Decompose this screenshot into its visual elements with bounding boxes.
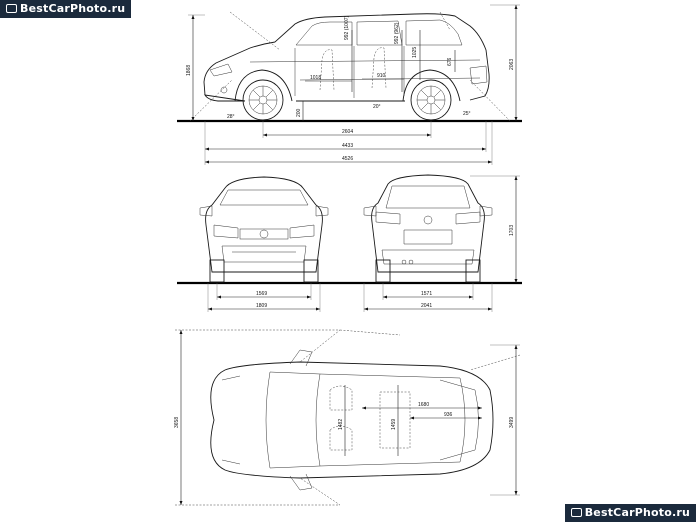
front-legroom-label: 1018 — [310, 75, 321, 81]
mirrors — [199, 205, 329, 217]
front-window — [295, 21, 353, 46]
front-shoulder-label: 1482 — [338, 419, 344, 430]
exhaust-left — [401, 259, 407, 265]
camera-icon — [570, 508, 582, 517]
rear-height-label: 1703 — [509, 225, 515, 236]
height-overall-label: 1868 — [186, 65, 192, 76]
license-plate — [403, 229, 453, 245]
front-wheel-arch — [234, 69, 293, 102]
headlights — [221, 375, 241, 465]
height-total-label: 2063 — [509, 59, 515, 70]
windshield — [219, 189, 309, 206]
top-view: 3658 3499 1680 936 1482 1459 — [174, 329, 521, 506]
rear-window — [385, 185, 471, 209]
rear-wheel-arch — [402, 69, 461, 102]
approach-angle-label: 28° — [227, 114, 235, 120]
front-view: 1569 1809 — [177, 176, 522, 312]
turning-guides — [175, 329, 521, 506]
rear-headroom-2-label: 1025 — [412, 47, 418, 58]
camera-icon — [6, 4, 17, 13]
mirrors — [289, 349, 313, 491]
tailgate-window — [439, 379, 479, 461]
rear-headroom-label: 992 (962) — [394, 22, 400, 44]
top-body-outline — [210, 361, 494, 479]
wheelbase-label: 2604 — [342, 129, 353, 135]
cargo-height-label: 676 — [447, 57, 453, 66]
front-right-tire — [303, 259, 319, 283]
exhaust-right — [408, 259, 414, 265]
ground-clearance-label: 200 — [296, 108, 302, 117]
front-width-label: 1809 — [256, 303, 267, 309]
rear-left-tire — [375, 259, 391, 283]
headlight — [209, 63, 233, 77]
front-headroom-label: 992 (1007) — [344, 15, 350, 40]
front-track-label: 1569 — [256, 291, 267, 297]
fog-light — [220, 86, 228, 94]
interior-length-label: 3499 — [509, 417, 515, 428]
side-body-outline — [203, 13, 490, 102]
front-wheel — [242, 79, 284, 121]
angle-lines — [189, 11, 511, 122]
logo-badge — [259, 229, 269, 239]
rear-body-outline — [371, 174, 485, 273]
rear-view: 1703 1571 2041 — [363, 174, 520, 312]
turning-dimension-label: 3658 — [174, 417, 180, 428]
front-bumper — [221, 245, 307, 263]
rear-track-label: 1571 — [421, 291, 432, 297]
windshield — [265, 371, 321, 469]
departure-angle-label: 25° — [463, 111, 471, 117]
watermark-bottom-right: BestCarPhoto.ru — [564, 504, 696, 522]
breakover-angle-label: 20° — [373, 104, 381, 110]
length-total-label: 4526 — [342, 156, 353, 162]
cargo-length-label: 1680 — [418, 402, 429, 408]
front-body-outline — [205, 176, 323, 273]
length-label: 4433 — [342, 143, 353, 149]
grille — [239, 228, 289, 240]
rear-right-tire — [465, 259, 481, 283]
rear-legroom-label: 910 — [377, 73, 386, 79]
watermark-text: BestCarPhoto.ru — [20, 2, 126, 15]
tail-light — [469, 65, 488, 85]
side-view: 992 (1007) 992 (962) 1025 1018 910 676 2… — [177, 4, 522, 165]
front-left-tire — [209, 259, 225, 283]
watermark-text: BestCarPhoto.ru — [584, 506, 690, 519]
roof-outline — [319, 373, 466, 467]
mirror-width-label: 2041 — [421, 303, 432, 309]
rear-shoulder-label: 1459 — [391, 419, 397, 430]
watermark-top-left: BestCarPhoto.ru — [0, 0, 132, 18]
seat-outlines — [319, 47, 387, 91]
headlights — [213, 224, 315, 239]
cargo-depth-label: 936 — [444, 412, 453, 418]
rear-wheel — [410, 79, 452, 121]
mirrors — [363, 205, 493, 217]
door-lines — [249, 46, 481, 98]
logo-badge — [423, 215, 433, 225]
quarter-window — [405, 19, 463, 46]
rear-bumper — [381, 249, 475, 265]
tail-lights — [375, 211, 481, 225]
